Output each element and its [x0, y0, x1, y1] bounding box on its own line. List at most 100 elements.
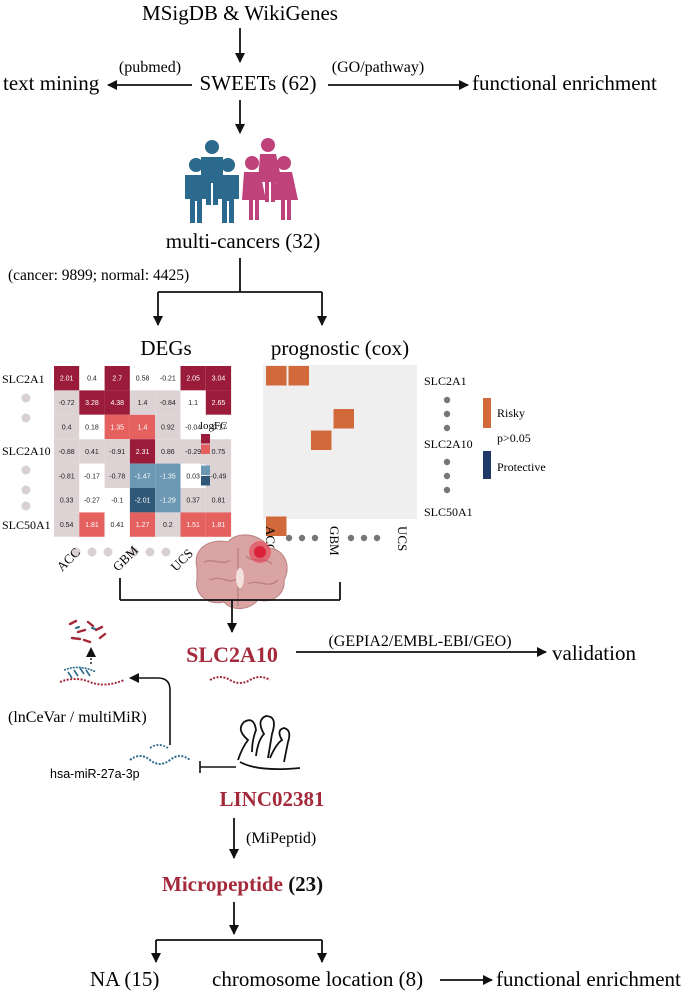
heatmap-row-dot	[21, 465, 31, 475]
heatmap-cell	[104, 390, 130, 415]
validation-sources-label: (GEPIA2/EMBL-EBI/GEO)	[328, 633, 511, 650]
heatmap-cell	[104, 439, 130, 464]
heatmap-cell-value: 0.81	[212, 498, 226, 505]
heatmap-legend-swatch	[201, 444, 210, 454]
heatmap-cell	[54, 439, 80, 464]
heatmap-col-label-gbm: GBM	[110, 542, 142, 574]
heatmap-cell	[129, 439, 156, 464]
heatmap-cell	[205, 414, 232, 440]
heatmap-cell-value: 0.4	[87, 376, 97, 383]
heatmap-row-dot	[21, 485, 31, 495]
heatmap-col-dot	[71, 547, 81, 557]
heatmap-cell-value: 2.05	[186, 376, 200, 383]
heatmap-cell-value: -0.17	[84, 473, 100, 480]
heatmap-cell	[205, 366, 232, 391]
heatmap-cell	[79, 414, 105, 440]
heatmap-cell-value: 2.01	[60, 376, 74, 383]
heatmap-cell-value: -0.04	[185, 425, 201, 432]
heatmap-cell-value: 0.58	[136, 376, 150, 383]
heatmap-cell-value: 1.1	[188, 400, 198, 407]
prognostic-row-dots	[443, 396, 451, 494]
micropeptide-label: Micropeptide	[162, 872, 283, 896]
heatmap-cell-value: -0.49	[210, 473, 226, 480]
heatmap-cell-value: -1.35	[160, 473, 176, 480]
heatmap-cell-value: -1.29	[160, 498, 176, 505]
prognostic-col-label-ucs: UCS	[395, 526, 410, 551]
prognostic-row-dot	[443, 424, 451, 432]
prognostic-col-dot	[360, 534, 368, 542]
mirna-label: hsa-miR-27a-3p	[50, 767, 140, 781]
heatmap-legend-swatch	[201, 434, 210, 444]
heatmap-cell-value: 1.81	[212, 522, 226, 529]
heatmap-cell	[104, 414, 130, 440]
heatmap-col-dot	[145, 547, 155, 557]
heatmap-row-dot	[21, 501, 31, 511]
heatmap-cell-value: 1.51	[186, 522, 200, 529]
heatmap-cell	[129, 463, 156, 488]
heatmap-cell	[129, 488, 156, 513]
heatmap-cell	[54, 390, 80, 415]
heatmap-cell-value: -0.81	[59, 473, 75, 480]
heatmap-cell-value: -0.29	[185, 449, 201, 456]
heatmap-row-label-slc2a10: SLC2A10	[2, 444, 51, 458]
heatmap-cell	[155, 463, 181, 488]
heatmap-cell	[205, 390, 232, 415]
male-figure-body	[217, 175, 239, 223]
heatmap-cell	[205, 463, 232, 488]
arrow-mirna-to-mrna	[129, 673, 171, 745]
heatmap-col-dot	[129, 547, 139, 557]
degs-title: DEGs	[140, 336, 191, 360]
heatmap-cell-value: 0.18	[85, 425, 99, 432]
female-figure-body	[242, 172, 266, 220]
pubmed-label: (pubmed)	[119, 59, 181, 76]
heatmap-cell	[180, 390, 206, 415]
heatmap-cell	[104, 463, 130, 488]
heatmap-cell-value: 0.33	[60, 498, 74, 505]
micropeptide-line: Micropeptide (23)	[162, 872, 323, 896]
heatmap-cell	[205, 439, 232, 464]
prognostic-risky-cell	[288, 366, 309, 386]
heatmap-cell	[104, 512, 130, 537]
heatmap-cell-value: 0.03	[186, 473, 200, 480]
heatmap-cell-value: 2.65	[212, 400, 226, 407]
heatmap-cell-value: -0.72	[59, 400, 75, 407]
prognostic-row-dot	[443, 410, 451, 418]
heatmap-cell-value: 2.31	[136, 449, 150, 456]
mirna-icon	[129, 744, 191, 765]
heatmap-cell	[180, 488, 206, 513]
heatmap-col-dot	[103, 547, 113, 557]
heatmap-cell-value: -0.1	[111, 498, 123, 505]
prognostic-title: prognostic (cox)	[271, 336, 409, 360]
heatmap-legend-swatch	[201, 476, 210, 486]
heatmap-cell-value: -0.21	[160, 376, 176, 383]
heatmap-col-label-ucs: UCS	[168, 546, 196, 574]
heatmap-cell-value: 0.2	[163, 522, 173, 529]
heatmap-cell-value: -0.27	[84, 498, 100, 505]
prognostic-risky-cell	[266, 366, 287, 386]
heatmap-cell-value: 0.92	[161, 425, 175, 432]
heatmap-cell-value: -0.88	[59, 449, 75, 456]
heatmap-cell	[79, 463, 105, 488]
heatmap-cell	[155, 512, 181, 537]
chromosome-label: chromosome location (8)	[212, 967, 423, 991]
linc02381-label: LINC02381	[219, 787, 324, 811]
legend-protective-swatch	[483, 451, 491, 479]
legend-neutral-label: p>0.05	[497, 431, 531, 445]
heatmap-cell	[129, 366, 156, 391]
heatmap-cell-value: 0.86	[161, 449, 175, 456]
text-mining-label: text mining	[3, 71, 100, 95]
heatmap-cell	[79, 390, 105, 415]
heatmap-cell	[54, 463, 80, 488]
heatmap-cell	[205, 512, 232, 537]
heatmap-cell-value: 3.04	[212, 376, 226, 383]
validation-label: validation	[552, 641, 636, 665]
male-figure-head	[189, 158, 203, 172]
slc2a10-label: SLC2A10	[186, 642, 278, 667]
heatmap-cell-value: 1.4	[138, 400, 148, 407]
heatmap-cell-value: 0.41	[110, 522, 124, 529]
prognostic-row-label-slc2a1: SLC2A1	[424, 374, 467, 388]
people-icon	[185, 138, 298, 223]
female-figure-body	[258, 154, 282, 202]
heatmap-cell-value: 0.54	[60, 522, 74, 529]
